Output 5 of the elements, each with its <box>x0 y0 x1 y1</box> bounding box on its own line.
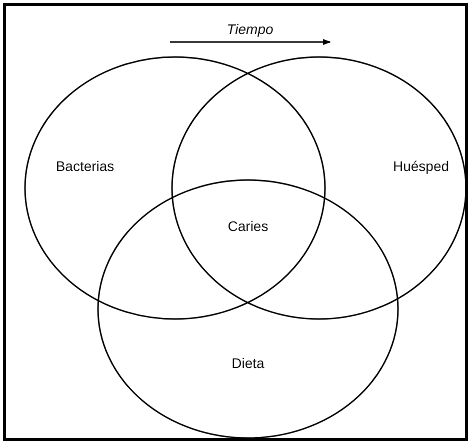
intersection-label: Caries <box>228 218 268 234</box>
set-label: Huésped <box>392 158 450 174</box>
axis-label: Tiempo <box>226 21 274 37</box>
set-label: Dieta <box>232 355 264 371</box>
set-label: Bacterias <box>56 158 114 174</box>
